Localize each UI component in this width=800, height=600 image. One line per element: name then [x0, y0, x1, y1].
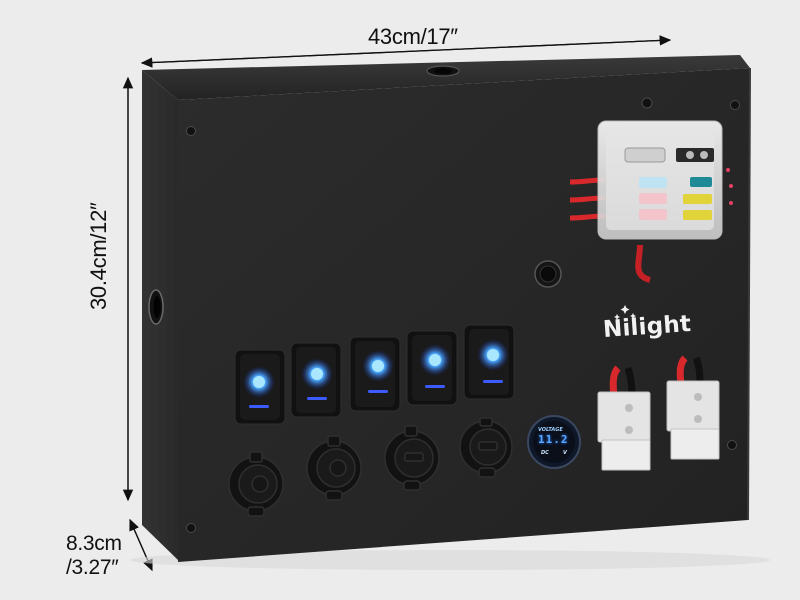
depth-dimension-cm: 8.3cm	[66, 532, 122, 555]
depth-dimension-in: /3.27″	[66, 556, 119, 579]
voltmeter	[527, 415, 581, 469]
socket-outlet-2	[306, 435, 362, 501]
fuse-block	[569, 120, 733, 283]
rocker-switch-4	[406, 330, 458, 406]
rocker-switch-1	[234, 349, 286, 425]
rocker-switch-5	[463, 324, 515, 400]
side-cable-grommet	[148, 289, 164, 325]
rocker-switch-2	[290, 342, 342, 418]
socket-outlet-4	[459, 417, 513, 478]
box-shadow	[130, 550, 770, 570]
power-connector-2	[666, 355, 720, 460]
socket-outlet-3	[384, 425, 440, 491]
width-dimension-arrow	[140, 35, 672, 68]
voltmeter-title: VOLTAGE	[538, 427, 563, 433]
rocker-switch-row	[234, 324, 515, 425]
rocker-switch-3	[349, 336, 401, 412]
power-connector-1	[597, 365, 651, 471]
voltmeter-unit-v: V	[563, 450, 567, 456]
sparkle-icon	[614, 305, 636, 320]
corner-screws	[186, 97, 740, 533]
voltmeter-reading: 11.2	[538, 433, 569, 446]
box-top	[142, 55, 750, 100]
panel-grommet	[534, 260, 562, 288]
top-cable-grommet	[426, 65, 460, 77]
socket-outlet-1	[228, 451, 284, 517]
width-dimension-label: 43cm/17″	[368, 24, 458, 49]
voltmeter-unit-dc: DC	[541, 450, 549, 456]
depth-dimension-label: 8.3cm /3.27″	[66, 532, 122, 580]
height-dimension-label: 30.4cm/12″	[86, 202, 111, 310]
socket-outlet-row	[228, 417, 513, 517]
